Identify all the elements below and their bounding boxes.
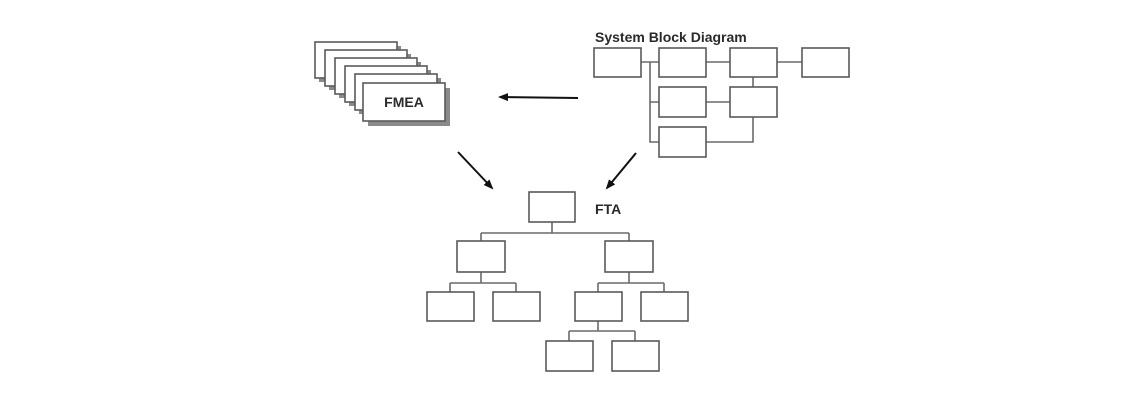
sbd-block [658,47,707,78]
arrow-sbd-to-fmea [498,93,579,102]
fmea-label: FMEA [384,94,424,110]
system-block-diagram-title: System Block Diagram [595,29,747,45]
arrow-sbd-to-fta [605,152,637,190]
fta-node [640,291,689,322]
fta-node [492,291,541,322]
sbd-block [658,126,707,158]
fta-connector [449,222,665,341]
system-block-diagram [593,47,850,158]
fta-tree [426,191,689,372]
fta-node [456,240,506,273]
fta-node [604,240,654,273]
sbd-block [801,47,850,78]
fmea-card-stack: FMEA [314,41,450,126]
fta-node [426,291,475,322]
fmea-card-front: FMEA [362,82,450,126]
sbd-block [593,47,642,78]
sbd-block [729,47,778,78]
fta-node [611,340,660,372]
fta-node [545,340,594,372]
fta-title: FTA [595,201,621,217]
sbd-block [658,86,707,118]
sbd-connector [641,61,802,143]
sbd-block [729,86,778,118]
arrow-fmea-to-fta [457,151,494,190]
fta-node [574,291,623,322]
fta-top-event [528,191,576,223]
